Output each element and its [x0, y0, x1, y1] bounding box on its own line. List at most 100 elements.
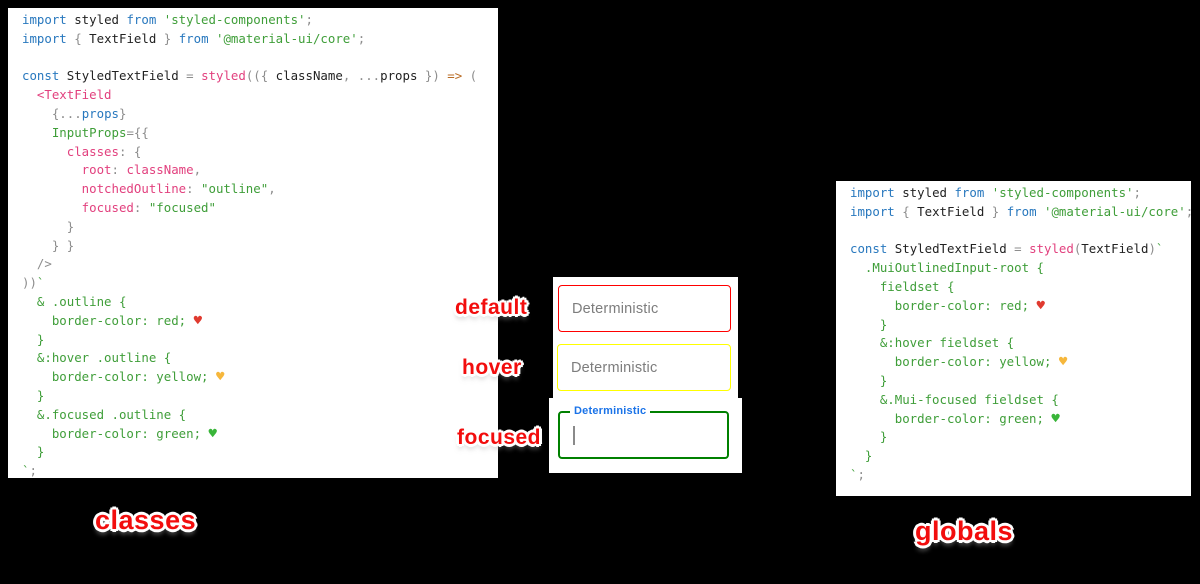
- code-line: border-color: green; ♥: [22, 425, 498, 444]
- code-token: border-color: yellow;: [850, 354, 1059, 370]
- textfield-floating-label: Deterministic: [570, 405, 651, 417]
- code-token: import: [22, 30, 67, 46]
- code-token: )): [22, 275, 37, 291]
- code-token: }: [850, 372, 888, 388]
- code-token: `: [1155, 241, 1164, 257]
- code-token: fieldset {: [850, 278, 955, 294]
- code-token: }: [850, 316, 888, 332]
- code-line: import styled from 'styled-components';: [22, 11, 498, 30]
- code-token: from: [178, 30, 209, 46]
- caption-classes: classes: [95, 505, 197, 535]
- code-line: `;: [22, 462, 498, 481]
- code-token: }): [417, 68, 448, 84]
- code-line: }: [22, 443, 498, 462]
- textfield-default[interactable]: Deterministic: [558, 285, 731, 332]
- code-token: ,: [193, 162, 202, 178]
- code-token: />: [22, 256, 52, 272]
- code-token: root: [22, 162, 112, 178]
- code-token: &:hover fieldset {: [850, 335, 1015, 351]
- green-heart-icon: ♥: [208, 425, 217, 442]
- code-token: import: [850, 203, 895, 219]
- code-line: const StyledTextField = styled(({ classN…: [22, 67, 498, 86]
- code-token: TextField: [1081, 241, 1149, 257]
- code-token: styled: [894, 185, 955, 200]
- code-token: styled: [201, 68, 246, 84]
- code-token: '@material-ui/core': [1036, 203, 1186, 219]
- code-token: props: [380, 68, 418, 84]
- code-token: ;: [1185, 203, 1194, 219]
- code-globals: import styled from 'styled-components';i…: [836, 181, 1194, 485]
- code-token: }: [22, 331, 45, 347]
- code-token: className: [275, 68, 343, 84]
- code-token: `: [22, 463, 30, 479]
- code-token: StyledTextField: [59, 68, 187, 84]
- code-token: styled: [1029, 241, 1074, 257]
- code-token: }: [156, 30, 179, 46]
- code-line: &.Mui-focused fieldset {: [850, 391, 1191, 410]
- code-line: border-color: green; ♥: [850, 410, 1191, 429]
- code-token: from: [1006, 203, 1037, 219]
- code-token: TextField: [917, 203, 985, 219]
- code-line: `;: [850, 466, 1191, 485]
- code-token: &:hover .outline {: [22, 350, 172, 366]
- code-line: focused: "focused": [22, 199, 498, 218]
- code-token: className: [126, 162, 194, 178]
- code-line: .MuiOutlinedInput-root {: [850, 259, 1191, 278]
- code-token: (({: [245, 68, 276, 84]
- code-line: &:hover fieldset {: [850, 334, 1191, 353]
- code-line: &.focused .outline {: [22, 406, 498, 425]
- code-token: :: [186, 181, 202, 197]
- code-line: import { TextField } from '@material-ui/…: [850, 203, 1194, 222]
- code-panel-globals: import styled from 'styled-components';i…: [836, 181, 1194, 496]
- caption-globals: globals: [915, 516, 1014, 546]
- code-line: }: [850, 447, 1191, 466]
- code-token: (: [1073, 241, 1082, 257]
- code-token: <TextField: [36, 87, 112, 103]
- textfield-hover[interactable]: Deterministic: [557, 344, 731, 391]
- code-token: "focused": [148, 199, 216, 215]
- code-line: border-color: yellow; ♥: [22, 368, 498, 387]
- code-line: {...props}: [22, 105, 498, 124]
- code-line: classes: {: [22, 143, 498, 162]
- code-line: <TextField: [22, 86, 498, 105]
- code-token: '@material-ui/core': [208, 30, 358, 46]
- red-heart-icon: ♥: [1036, 297, 1045, 314]
- code-token: import: [22, 12, 67, 27]
- code-token: }: [850, 429, 888, 445]
- state-label-focused: focused: [457, 426, 542, 449]
- code-token: }: [22, 218, 75, 234]
- code-token: (: [462, 68, 478, 84]
- code-token: from: [954, 185, 985, 200]
- code-token: =>: [447, 68, 463, 84]
- code-token: } }: [22, 237, 75, 253]
- state-label-hover: hover: [462, 356, 522, 379]
- textfield-placeholder: Deterministic: [572, 300, 659, 317]
- code-token: , ...: [342, 68, 381, 84]
- code-line: }: [850, 372, 1191, 391]
- code-classes: import styled from 'styled-components';i…: [8, 8, 498, 481]
- code-token: StyledTextField: [887, 241, 1015, 257]
- code-line: }: [22, 331, 498, 350]
- code-line: const StyledTextField = styled(TextField…: [850, 240, 1191, 259]
- code-token: 'styled-components': [156, 12, 306, 27]
- code-line: [22, 49, 498, 68]
- code-token: border-color: red;: [850, 297, 1037, 313]
- code-token: }: [22, 444, 45, 460]
- code-token: const: [850, 241, 888, 257]
- code-token: TextField: [89, 30, 157, 46]
- textfield-focused[interactable]: Deterministic: [558, 405, 729, 459]
- textfield-placeholder: Deterministic: [571, 359, 658, 376]
- code-token: ;: [357, 30, 366, 46]
- code-token: props: [81, 105, 119, 121]
- code-token: & .outline {: [22, 293, 127, 309]
- code-token: border-color: green;: [850, 410, 1052, 426]
- yellow-heart-icon: ♥: [215, 369, 225, 386]
- code-token: from: [126, 12, 157, 27]
- code-token: ;: [29, 463, 37, 479]
- code-token: :: [111, 162, 127, 178]
- code-token: [22, 87, 37, 102]
- yellow-heart-icon: ♥: [1058, 354, 1068, 371]
- code-line: InputProps={{: [22, 124, 498, 143]
- code-token: .MuiOutlinedInput-root {: [850, 260, 1044, 276]
